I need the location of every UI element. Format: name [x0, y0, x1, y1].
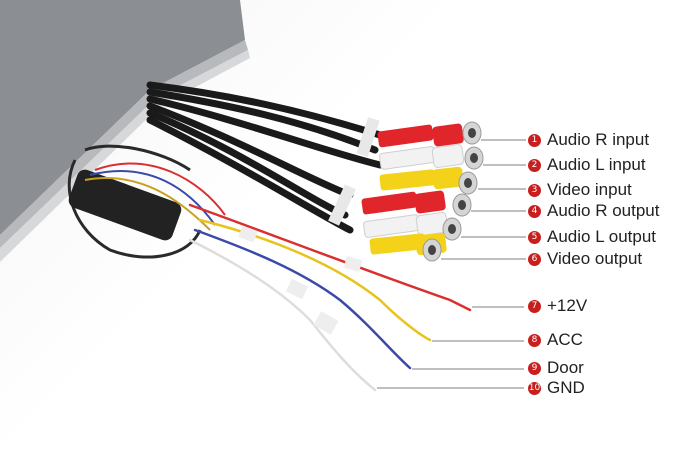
- rca-connector-red-input: [377, 121, 482, 148]
- wire-tag: [285, 278, 309, 300]
- rca-connector-red-output: [361, 190, 472, 217]
- label-text: Audio R output: [547, 201, 660, 220]
- red-wire: [188, 203, 472, 312]
- monitor-housing: [0, 0, 245, 235]
- label-acc: 8 ACC: [528, 329, 583, 351]
- label-number-badge: 7: [528, 299, 541, 313]
- wire-tag: [343, 256, 363, 272]
- white-wire: [188, 238, 377, 392]
- label-audio-r-input: 1 Audio R input: [528, 129, 649, 151]
- label-text: Video output: [547, 249, 643, 268]
- label-text: GND: [547, 378, 585, 397]
- label-door: 9 Door: [528, 357, 584, 379]
- rca-connector-white-input: [379, 144, 484, 170]
- cable-tag: [328, 184, 356, 226]
- label-number-badge: 8: [528, 333, 541, 347]
- label-text: Audio R input: [547, 130, 650, 149]
- label-number-badge: 3: [528, 183, 541, 197]
- label-text: +12V: [547, 296, 588, 315]
- rca-connector-yellow-output: [369, 232, 447, 262]
- label-number-badge: 4: [528, 204, 541, 218]
- blue-wire: [193, 228, 412, 370]
- label-audio-l-input: 2 Audio L input: [528, 154, 646, 176]
- label-audio-l-output: 5 Audio L output: [528, 226, 656, 248]
- cable-tag: [356, 117, 380, 157]
- wire-tag: [238, 225, 258, 243]
- label-video-output: 6 Video output: [528, 248, 642, 270]
- fuse-module: [67, 144, 226, 259]
- label-plus-12v: 7 +12V: [528, 295, 587, 317]
- black-cable-bundle: [146, 81, 384, 234]
- label-video-input: 3 Video input: [528, 179, 632, 201]
- label-text: Video input: [547, 180, 632, 199]
- monitor-housing-shadow: [0, 50, 250, 262]
- label-number-badge: 5: [528, 230, 541, 244]
- label-text: Door: [547, 358, 584, 377]
- label-audio-r-output: 4 Audio R output: [528, 200, 659, 222]
- label-text: ACC: [547, 330, 583, 349]
- label-number-badge: 6: [528, 252, 541, 266]
- label-number-badge: 2: [528, 158, 541, 172]
- label-gnd: 10 GND: [528, 377, 585, 399]
- label-text: Audio L output: [547, 227, 657, 246]
- monitor-housing-edge: [0, 40, 248, 248]
- rca-connector-yellow-input: [379, 166, 478, 195]
- rca-connector-white-output: [363, 212, 462, 241]
- wire-tag: [313, 311, 339, 335]
- leader-lines: [377, 139, 526, 389]
- label-number-badge: 9: [528, 361, 541, 375]
- label-number-badge: 1: [528, 133, 541, 147]
- label-text: Audio L input: [547, 155, 646, 174]
- label-number-badge: 10: [528, 381, 541, 395]
